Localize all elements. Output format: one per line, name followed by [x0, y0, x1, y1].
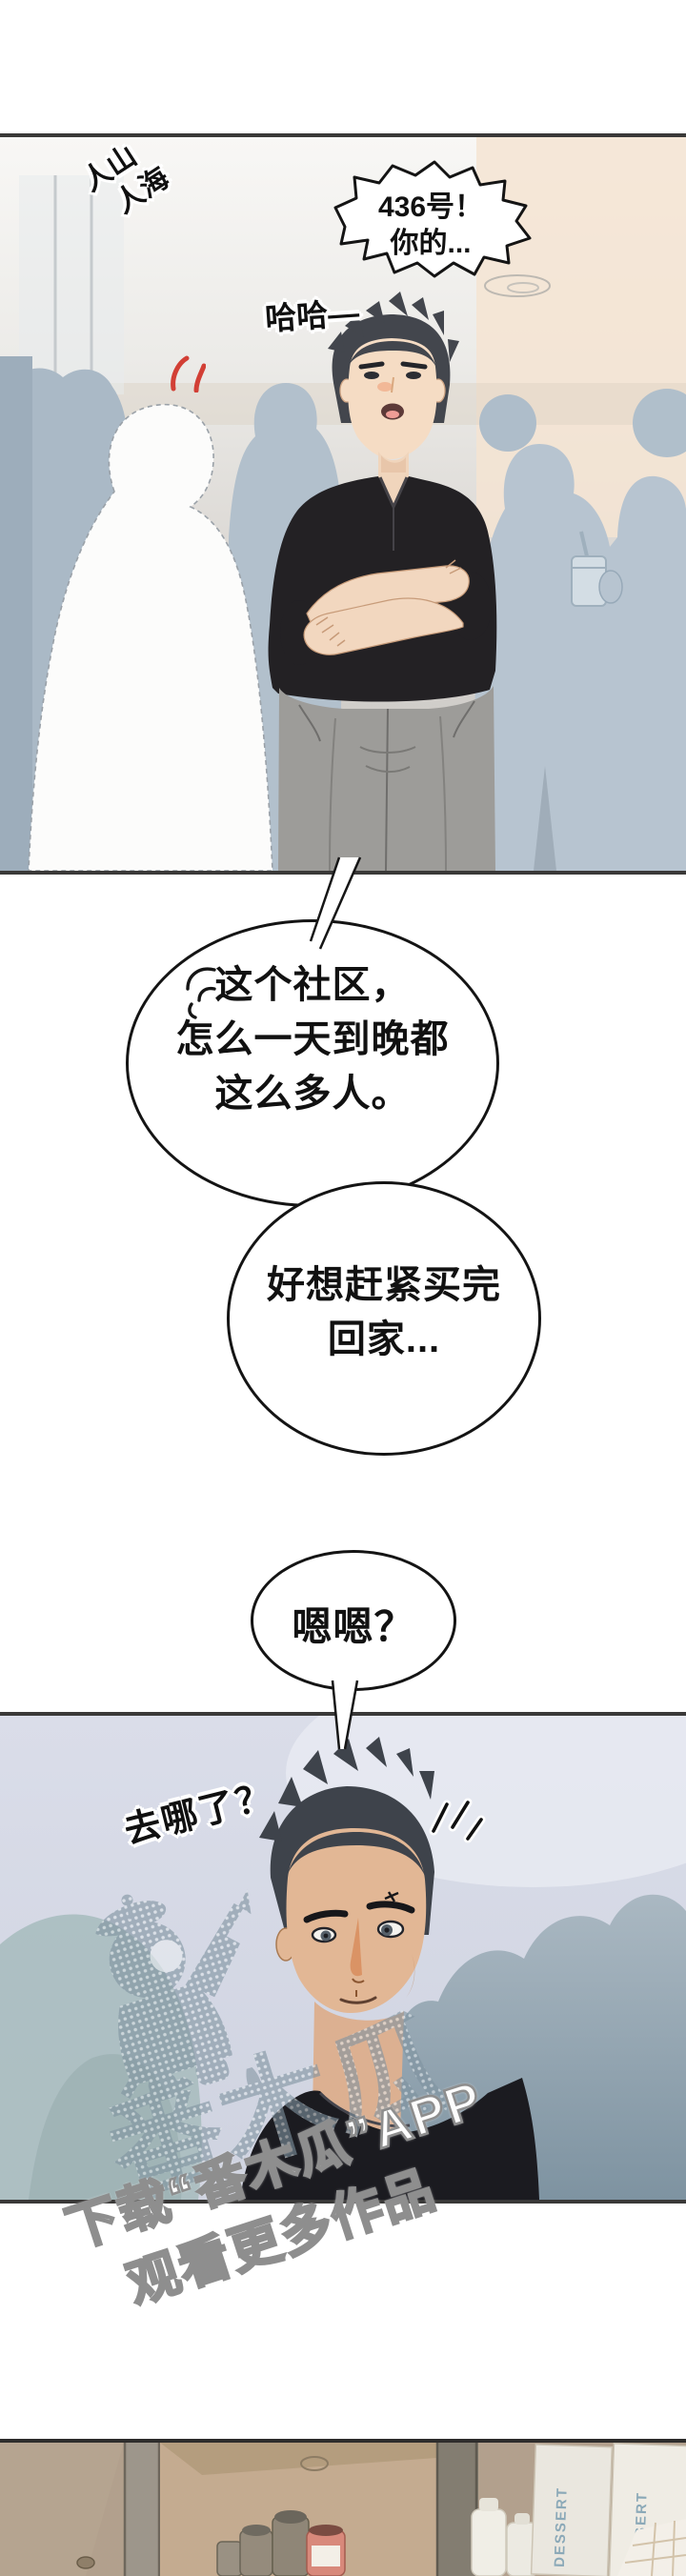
ghost-silhouette — [28, 403, 273, 871]
closeup-mouth — [339, 1996, 377, 2004]
panel-store-shelf: DESSERT DESSERT — [0, 2439, 686, 2576]
dessert-label: DESSERT — [552, 2486, 571, 2567]
speech-bubble-reply: 嗯嗯？ — [251, 1550, 456, 1691]
panel2-artwork: 番木瓜 — [0, 1716, 686, 2200]
white-bottles — [471, 2498, 538, 2576]
bubble-tail-1 — [309, 856, 362, 950]
man-face — [348, 338, 437, 459]
closeup-nose — [350, 1918, 362, 1977]
dessert-box — [530, 2444, 614, 2576]
closeup-eyebrow-right — [366, 1901, 415, 1914]
man-eyes — [364, 372, 379, 379]
complaint-line3: 这么多人。 — [214, 1072, 411, 1115]
mascot-arm — [195, 1934, 240, 1998]
shout-bubble: 436号！ 你的... — [330, 158, 532, 278]
complaint-line1: 这个社区， — [214, 964, 411, 1006]
anger-vein-icon — [186, 967, 216, 1019]
wish-line1: 好想赶紧买完 — [267, 1264, 501, 1306]
thought-bubble-wish: 好想赶紧买完 回家... — [227, 1181, 541, 1456]
closeup-face — [286, 1828, 427, 2013]
crowd-right — [474, 389, 686, 871]
mascot-monocle — [150, 1940, 183, 1973]
wish-line2: 回家... — [327, 1318, 441, 1360]
anger-tick-icon — [171, 355, 206, 392]
surprise-marks-icon — [429, 1798, 486, 1843]
complaint-line2: 怎么一天到晚都 — [175, 1017, 450, 1060]
mascot-brush — [120, 1902, 244, 2099]
panel-crowd-scene: 人山 人海 哈哈— 436号！ 你的... — [0, 133, 686, 875]
floor-tiles — [617, 2519, 686, 2576]
window — [19, 175, 124, 394]
man-eyebrows — [358, 361, 385, 370]
shout-bubble-shape — [333, 160, 532, 278]
man-figure — [268, 292, 497, 871]
shout-line1: 436号！ — [377, 191, 484, 223]
ceiling-light — [484, 274, 551, 297]
shout-line2: 你的... — [390, 228, 472, 259]
reply-text: 嗯嗯？ — [292, 1604, 415, 1649]
thought-bubble-complaint: 这个社区， 怎么一天到晚都 这么多人。 — [126, 919, 499, 1207]
crowd-far-left — [0, 356, 32, 871]
closeup-collar — [240, 2078, 539, 2200]
sfx-laugh: 哈哈— — [264, 294, 361, 337]
shelf-jars — [216, 2510, 346, 2576]
closeup-eyebrow-left — [303, 1909, 349, 1923]
man-blush — [377, 382, 393, 392]
panel3-artwork: DESSERT DESSERT — [0, 2443, 686, 2576]
bubble-tail-2 — [331, 1671, 359, 1750]
door-handle — [76, 2556, 95, 2569]
panel1-artwork — [0, 137, 686, 871]
man-fingers — [315, 616, 346, 647]
closeup-man — [240, 1737, 539, 2200]
panel-face-closeup: 番木瓜 去哪了？ — [0, 1712, 686, 2204]
door-frame — [124, 2443, 160, 2576]
